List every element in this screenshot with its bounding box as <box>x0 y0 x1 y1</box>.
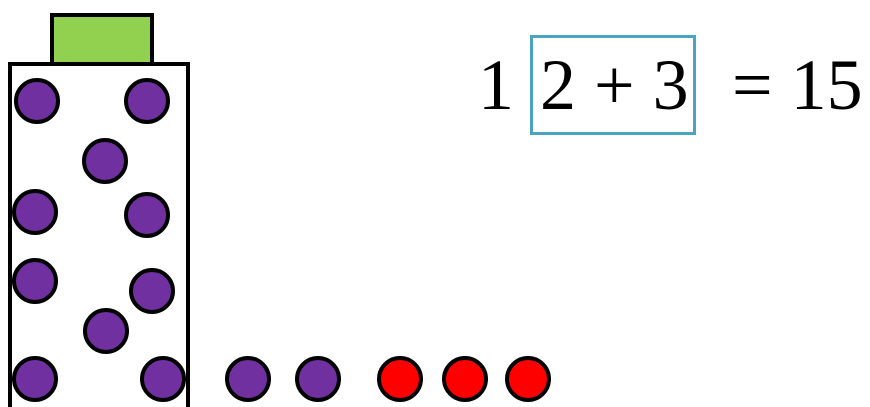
purple-marble <box>295 356 341 402</box>
purple-marble <box>140 356 186 402</box>
equation-result: = 15 <box>732 45 863 125</box>
loose-marbles <box>225 356 551 402</box>
red-marble <box>377 356 423 402</box>
purple-marble <box>12 189 58 235</box>
purple-marble <box>82 138 128 184</box>
purple-marble <box>124 78 170 124</box>
tube-cap <box>50 13 154 67</box>
purple-marble <box>12 258 58 304</box>
expression-box <box>530 35 696 135</box>
red-marble <box>442 356 488 402</box>
purple-marble <box>14 78 60 124</box>
purple-marble <box>12 356 58 402</box>
red-marble <box>505 356 551 402</box>
equation-lead-digit: 1 <box>478 45 514 125</box>
purple-marble <box>225 356 271 402</box>
equation-boxed-expression: 2 + 3 <box>540 45 689 125</box>
tube-marbles <box>12 78 186 402</box>
purple-marble <box>129 268 175 314</box>
purple-marble <box>83 308 129 354</box>
purple-marble <box>124 192 170 238</box>
